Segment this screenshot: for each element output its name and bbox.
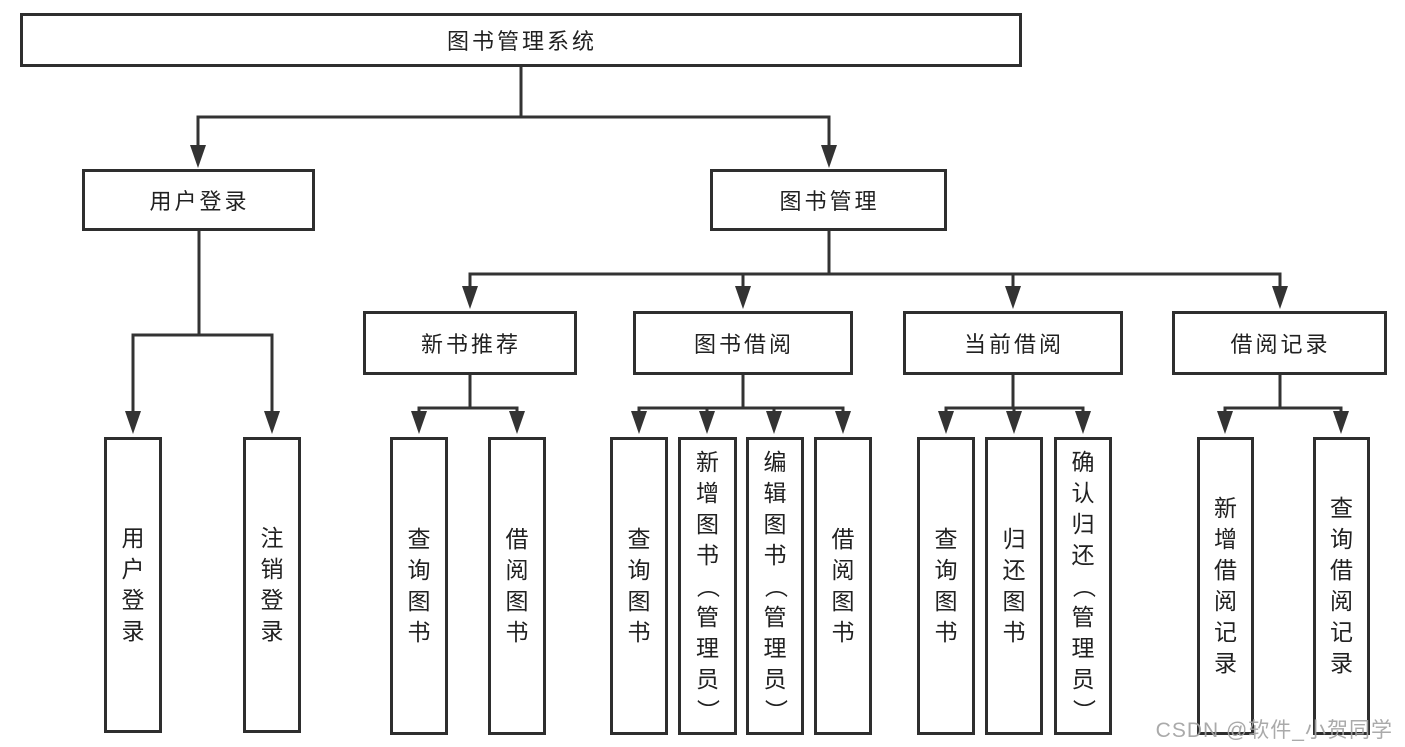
- leaf-query-borrow-record-label: 查询借阅记录: [1330, 495, 1353, 676]
- leaf-borrow-books-recommend: 借阅图书: [488, 437, 546, 735]
- leaf-return-books: 归还图书: [985, 437, 1043, 735]
- leaf-query-books-recommend: 查询图书: [390, 437, 448, 735]
- node-user-login-label: 用户登录: [149, 189, 250, 214]
- leaf-borrow-books-label: 借阅图书: [831, 526, 855, 645]
- leaf-user-login-label: 用户登录: [121, 525, 145, 644]
- arrowheads-leaves: [411, 411, 1349, 434]
- connector-new-book-subtree: [417, 375, 519, 416]
- arrowheads-user-login-leaves: [125, 411, 280, 434]
- leaf-return-books-label: 归还图书: [1002, 526, 1026, 645]
- connector-root-to-level2: [196, 66, 831, 150]
- node-root-label: 图书管理系统: [446, 29, 597, 54]
- arrowheads-level2: [190, 145, 837, 168]
- node-book-management-label: 图书管理: [779, 189, 880, 214]
- connector-book-mgmt-to-level3: [468, 231, 1282, 290]
- leaf-query-books-borrow: 查询图书: [610, 437, 668, 735]
- leaf-edit-books-admin: 编辑图书（管理员）: [746, 437, 804, 735]
- node-borrowing-records: 借阅记录: [1172, 311, 1387, 375]
- node-new-book-recommendation: 新书推荐: [363, 311, 577, 375]
- connector-borrow-record-subtree: [1223, 375, 1343, 416]
- leaf-query-books-recommend-label: 查询图书: [407, 526, 431, 645]
- leaf-add-borrow-record: 新增借阅记录: [1197, 437, 1254, 735]
- node-borrowing-records-label: 借阅记录: [1230, 332, 1331, 357]
- node-user-login: 用户登录: [82, 169, 315, 231]
- leaf-add-books-admin: 新增图书（管理员）: [678, 437, 737, 735]
- leaf-query-books-current-label: 查询图书: [934, 526, 958, 645]
- leaf-borrow-books-recommend-label: 借阅图书: [505, 526, 529, 645]
- node-book-borrowing: 图书借阅: [633, 311, 853, 375]
- arrowheads-level3: [462, 286, 1288, 309]
- connector-book-borrow-subtree: [637, 375, 845, 416]
- csdn-watermark: CSDN @软件_小贺同学: [1155, 719, 1393, 742]
- node-current-borrowing-label: 当前借阅: [963, 332, 1064, 357]
- leaf-query-books-current: 查询图书: [917, 437, 975, 735]
- leaf-query-borrow-record: 查询借阅记录: [1313, 437, 1370, 735]
- node-new-book-recommendation-label: 新书推荐: [420, 332, 521, 357]
- leaf-add-books-admin-label: 新增图书（管理员）: [695, 448, 721, 722]
- connector-current-borrow-subtree: [944, 375, 1085, 416]
- node-book-management: 图书管理: [710, 169, 947, 231]
- leaf-edit-books-admin-label: 编辑图书（管理员）: [762, 448, 789, 722]
- leaf-user-login: 用户登录: [104, 437, 162, 733]
- leaf-add-borrow-record-label: 新增借阅记录: [1214, 495, 1237, 676]
- node-book-borrowing-label: 图书借阅: [693, 332, 794, 357]
- connector-user-login-subtree: [131, 231, 274, 414]
- leaf-logout: 注销登录: [243, 437, 301, 733]
- node-current-borrowing: 当前借阅: [903, 311, 1123, 375]
- node-root: 图书管理系统: [20, 13, 1022, 67]
- leaf-query-books-borrow-label: 查询图书: [627, 526, 651, 645]
- leaf-borrow-books: 借阅图书: [814, 437, 872, 735]
- leaf-logout-label: 注销登录: [260, 525, 284, 644]
- leaf-confirm-return-admin-label: 确认归还（管理员）: [1070, 448, 1097, 722]
- leaf-confirm-return-admin: 确认归还（管理员）: [1054, 437, 1112, 735]
